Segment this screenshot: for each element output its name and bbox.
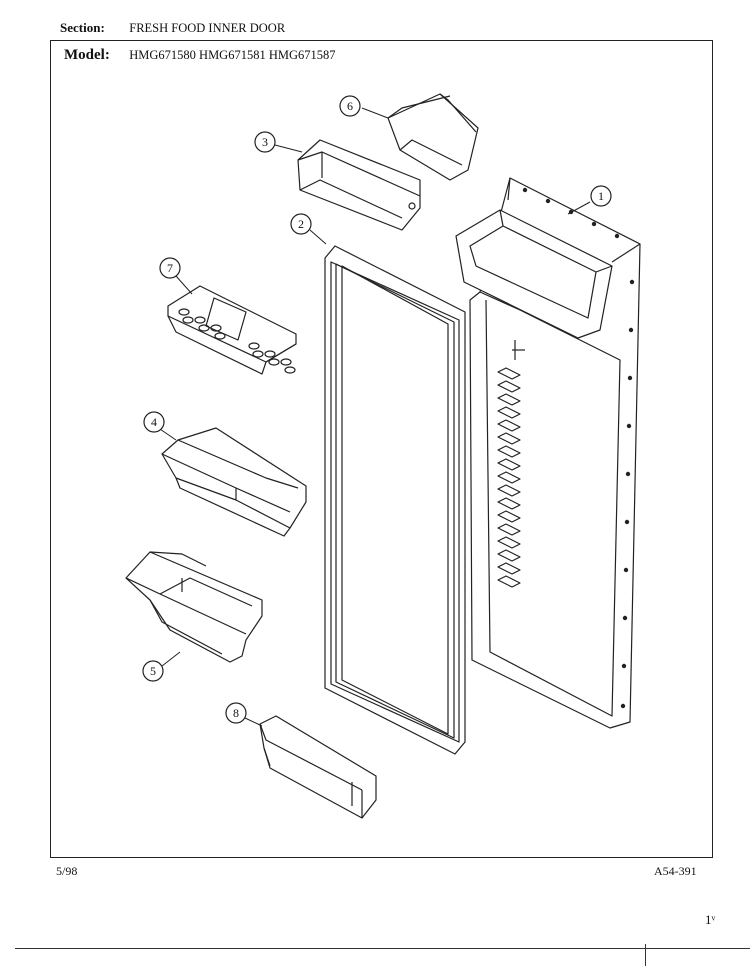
screw-hole xyxy=(627,375,633,381)
callout-6: 6 xyxy=(339,95,361,117)
liner-rib xyxy=(497,510,521,523)
callout-3: 3 xyxy=(254,131,276,153)
egg-cup xyxy=(264,350,276,358)
bottom-rule xyxy=(15,948,750,949)
drawing-code: A54-391 xyxy=(654,864,697,878)
part-2-gasket-illustration xyxy=(324,245,466,755)
egg-cup xyxy=(280,358,292,366)
callout-8-label: 8 xyxy=(233,706,239,720)
section-value: FRESH FOOD INNER DOOR xyxy=(129,21,286,35)
liner-screw-holes xyxy=(522,187,635,709)
screw-hole xyxy=(628,327,634,333)
screw-hole xyxy=(614,233,620,239)
diagram-frame xyxy=(50,40,713,858)
model-heading: Model: HMG671580 HMG671581 HMG671587 xyxy=(64,47,336,64)
liner-rib xyxy=(497,484,521,497)
egg-cup xyxy=(268,358,280,366)
part-6-bin-illustration xyxy=(387,93,479,181)
callout-1-label: 1 xyxy=(598,189,604,203)
liner-rib xyxy=(497,523,521,536)
egg-cup xyxy=(214,332,226,340)
egg-cup xyxy=(284,366,296,374)
screw-hole xyxy=(623,567,629,573)
liner-rib xyxy=(497,445,521,458)
egg-cups xyxy=(178,308,296,374)
egg-cup xyxy=(198,324,210,332)
screw-hole xyxy=(621,663,627,669)
liner-rib xyxy=(497,458,521,471)
egg-cup xyxy=(248,342,260,350)
callout-7: 7 xyxy=(159,257,181,279)
screw-hole xyxy=(629,279,635,285)
callout-5: 5 xyxy=(142,660,164,682)
liner-rib xyxy=(497,419,521,432)
part-7-egg-tray-illustration xyxy=(167,285,297,375)
callout-4-label: 4 xyxy=(151,415,157,429)
part-4-door-bin-illustration xyxy=(161,427,307,537)
liner-rib xyxy=(497,575,521,588)
egg-cup xyxy=(178,308,190,316)
screw-hole xyxy=(620,703,626,709)
callout-1: 1 xyxy=(590,185,612,207)
liner-rib xyxy=(497,393,521,406)
callout-5-label: 5 xyxy=(150,664,156,678)
callout-6-label: 6 xyxy=(347,99,353,113)
section-label: Section: xyxy=(60,20,105,35)
egg-cup xyxy=(210,324,222,332)
callout-3-label: 3 xyxy=(262,135,268,149)
screw-hole xyxy=(625,471,631,477)
screw-hole xyxy=(624,519,630,525)
part-3-shelf-illustration xyxy=(297,139,421,231)
screw-hole xyxy=(522,187,528,193)
callout-4: 4 xyxy=(143,411,165,433)
liner-rib xyxy=(497,471,521,484)
liner-rib xyxy=(497,380,521,393)
model-value: HMG671580 HMG671581 HMG671587 xyxy=(129,48,336,62)
liner-rib xyxy=(497,536,521,549)
page-mark: 1ᵛ xyxy=(705,912,716,927)
liner-rib xyxy=(497,562,521,575)
egg-cup xyxy=(194,316,206,324)
callout-2-label: 2 xyxy=(298,217,304,231)
liner-ribs xyxy=(497,367,521,588)
revision-date: 5/98 xyxy=(56,864,78,878)
screw-hole xyxy=(622,615,628,621)
part-1-door-liner-illustration xyxy=(455,177,641,729)
callout-2: 2 xyxy=(290,213,312,235)
liner-rib xyxy=(497,549,521,562)
liner-rib xyxy=(497,432,521,445)
liner-rib xyxy=(497,367,521,380)
model-label: Model: xyxy=(64,47,110,63)
liner-rib xyxy=(497,406,521,419)
liner-rib xyxy=(497,497,521,510)
screw-hole xyxy=(545,198,551,204)
callout-7-label: 7 xyxy=(167,261,173,275)
egg-cup xyxy=(252,350,264,358)
egg-cup xyxy=(182,316,194,324)
screw-hole xyxy=(626,423,632,429)
part-8-small-bin-illustration xyxy=(259,715,377,819)
part-5-dairy-bin-illustration xyxy=(125,551,263,663)
bottom-tick xyxy=(645,944,646,966)
section-heading: Section: FRESH FOOD INNER DOOR xyxy=(60,20,285,36)
callout-8: 8 xyxy=(225,702,247,724)
screw-hole xyxy=(591,221,597,227)
